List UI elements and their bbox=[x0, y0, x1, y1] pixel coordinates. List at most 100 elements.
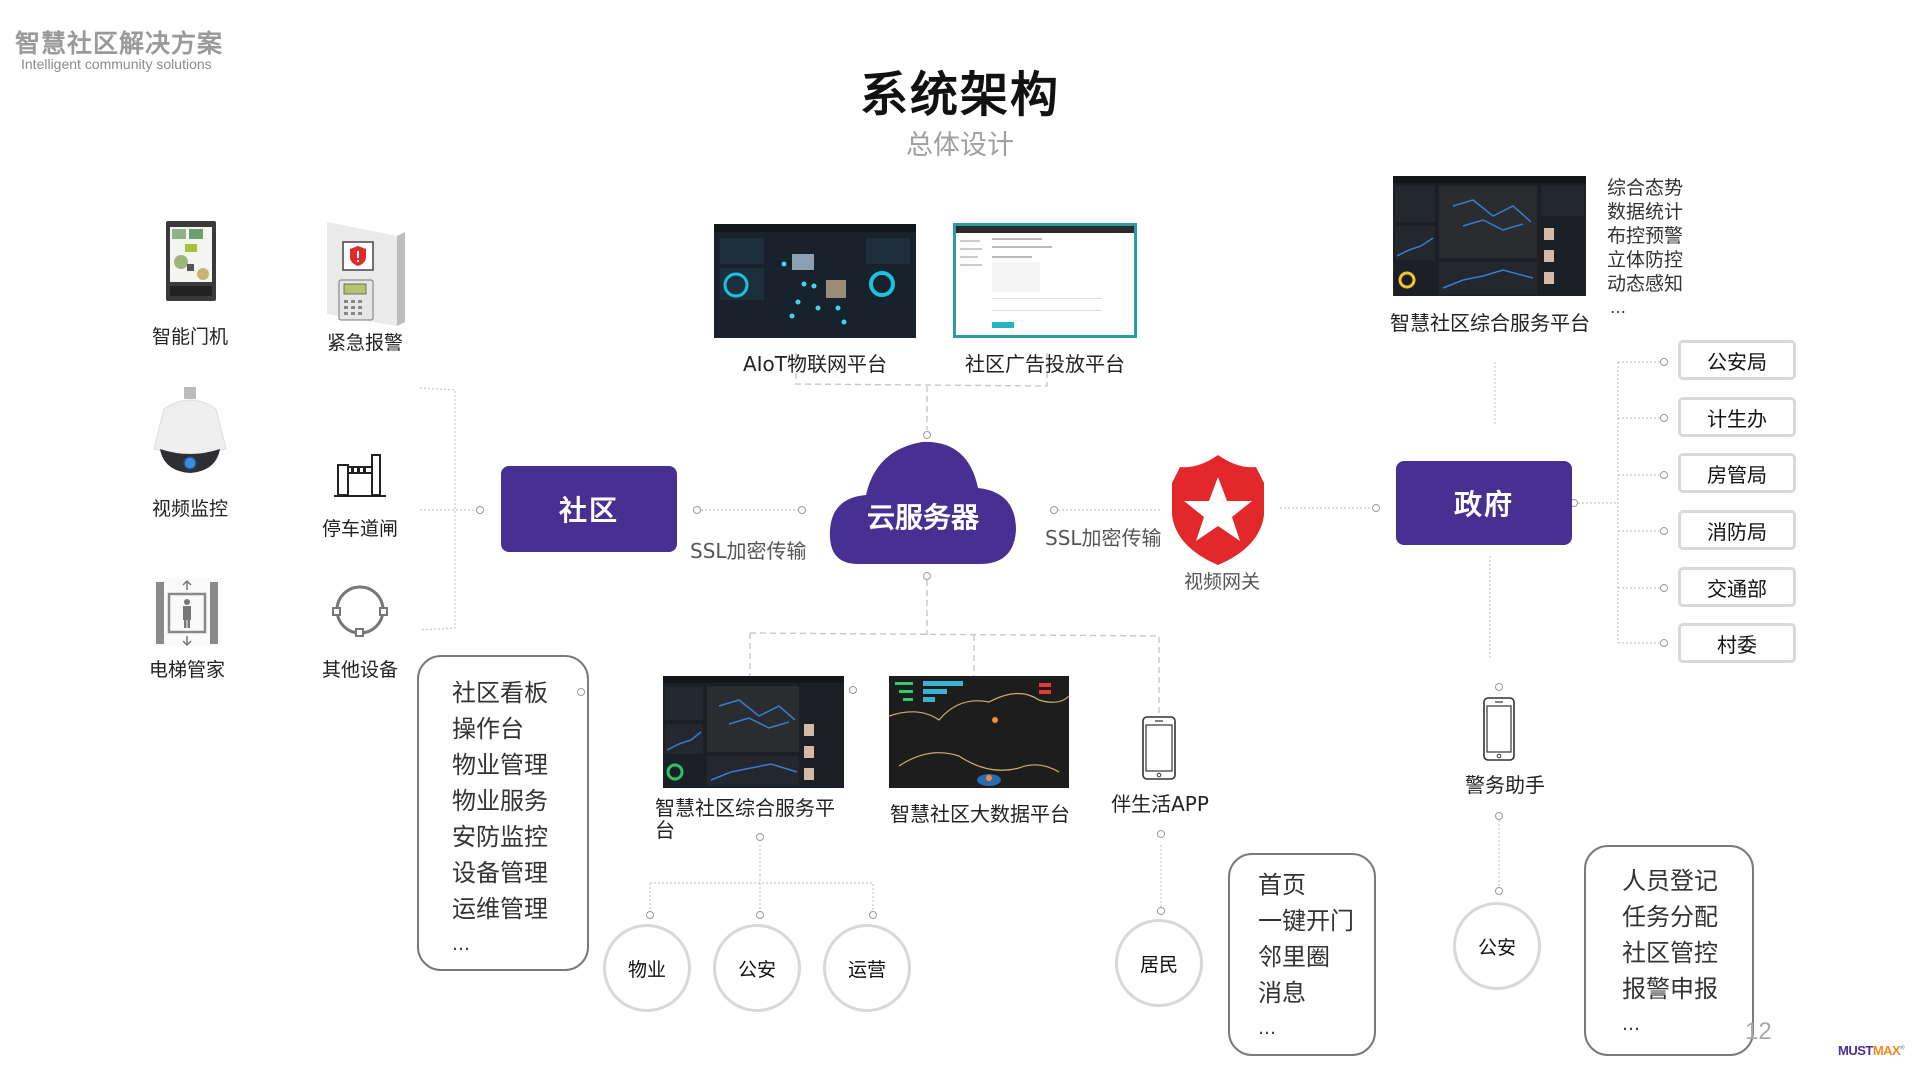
platform-label: 社区广告投放平台 bbox=[965, 352, 1125, 376]
aiot-platform-screenshot[interactable] bbox=[714, 224, 916, 338]
gov-platform-features: 综合态势 数据统计 布控预警 立体防控 动态感知 bbox=[1607, 176, 1683, 296]
role-circle-resident[interactable]: 居民 bbox=[1115, 919, 1203, 1007]
elevator-icon bbox=[153, 578, 221, 647]
police-phone-icon[interactable] bbox=[1483, 697, 1515, 761]
connector-dot bbox=[1660, 471, 1668, 479]
menu-item[interactable]: 一键开门 bbox=[1258, 907, 1354, 935]
connector-dot bbox=[476, 506, 484, 514]
menu-item[interactable]: 运维管理 bbox=[452, 895, 548, 923]
role-circle-police[interactable]: 公安 bbox=[713, 924, 801, 1012]
cloud-server-node[interactable]: 云服务器 bbox=[828, 440, 1018, 564]
role-circle-operations[interactable]: 运营 bbox=[823, 924, 911, 1012]
menu-item[interactable]: 操作台 bbox=[452, 715, 524, 743]
feature-item: 动态感知 bbox=[1607, 273, 1684, 295]
menu-item[interactable]: 物业服务 bbox=[452, 787, 548, 815]
device-label: 智能门机 bbox=[151, 326, 228, 348]
connector-dot bbox=[1660, 527, 1668, 535]
platform-roles-bracket bbox=[649, 875, 874, 915]
platform-label: AIoT物联网平台 bbox=[742, 352, 888, 376]
logo-part-1: MUST bbox=[1838, 1043, 1873, 1058]
connector-dot bbox=[869, 911, 877, 919]
ssl-label-left: SSL加密传输 bbox=[690, 539, 807, 563]
police-app-label: 警务助手 bbox=[1465, 773, 1545, 797]
menu-item[interactable]: 社区管控 bbox=[1622, 939, 1718, 967]
feature-item: 综合态势 bbox=[1607, 177, 1684, 199]
connector-dot bbox=[756, 833, 764, 841]
connector-dot bbox=[798, 506, 806, 514]
department-box[interactable]: 消防局 bbox=[1678, 510, 1796, 550]
menu-item[interactable]: 邻里圈 bbox=[1258, 943, 1330, 971]
device-bracket bbox=[419, 387, 456, 631]
service-platform-screenshot[interactable] bbox=[663, 676, 844, 788]
menu-item[interactable]: 消息 bbox=[1258, 979, 1306, 1007]
connector-dot bbox=[923, 431, 931, 439]
menu-more: … bbox=[1622, 1014, 1640, 1035]
connector-dot bbox=[1157, 907, 1165, 915]
ad-platform-screenshot[interactable] bbox=[953, 223, 1137, 338]
connector-dot bbox=[1660, 358, 1668, 366]
device-label: 紧急报警 bbox=[326, 332, 403, 354]
features-more: … bbox=[1610, 298, 1626, 317]
connector-dot bbox=[849, 686, 857, 694]
platform-label: 智慧社区大数据平台 bbox=[890, 802, 1070, 826]
cloud-bottom-platform-line bbox=[749, 580, 1160, 716]
connector-dot bbox=[693, 506, 701, 514]
connector-dot bbox=[1495, 683, 1503, 691]
page-number: 12 bbox=[1745, 1018, 1772, 1045]
app-label: 伴生活APP bbox=[1111, 792, 1209, 816]
connector-dot bbox=[923, 572, 931, 580]
role-circle-property[interactable]: 物业 bbox=[603, 924, 691, 1012]
connector-dot bbox=[1495, 812, 1503, 820]
platform-label: 智慧社区综合服务平台 bbox=[655, 796, 835, 842]
connector-dot bbox=[1050, 506, 1058, 514]
emergency-alarm-icon bbox=[325, 222, 407, 326]
feature-item: 布控预警 bbox=[1607, 225, 1684, 247]
department-box[interactable]: 公安局 bbox=[1678, 340, 1796, 380]
connector-dot bbox=[756, 911, 764, 919]
logo-part-2: MAX bbox=[1872, 1043, 1901, 1058]
menu-item[interactable]: 人员登记 bbox=[1622, 867, 1718, 895]
menu-item[interactable]: 社区看板 bbox=[452, 679, 548, 707]
other-device-icon bbox=[330, 583, 390, 639]
department-box[interactable]: 交通部 bbox=[1678, 567, 1796, 607]
police-feature-menu: 人员登记 任务分配 社区管控 报警申报 … bbox=[1584, 845, 1754, 1056]
bigdata-platform-screenshot[interactable] bbox=[889, 676, 1069, 788]
connector-dot bbox=[1660, 584, 1668, 592]
government-node[interactable]: 政府 bbox=[1396, 461, 1572, 545]
brand-title: 智慧社区解决方案 bbox=[15, 29, 224, 58]
department-box[interactable]: 计生办 bbox=[1678, 397, 1796, 437]
menu-more: … bbox=[1258, 1018, 1276, 1039]
department-box[interactable]: 房管局 bbox=[1678, 453, 1796, 493]
app-feature-menu: 首页 一键开门 邻里圈 消息 … bbox=[1228, 853, 1376, 1056]
parking-barrier-icon bbox=[332, 453, 388, 497]
menu-item[interactable]: 报警申报 bbox=[1622, 975, 1718, 1003]
connector-dot bbox=[1157, 830, 1165, 838]
gov-service-platform-screenshot[interactable] bbox=[1393, 176, 1586, 296]
department-box[interactable]: 村委 bbox=[1678, 623, 1796, 663]
page-subtitle: 总体设计 bbox=[906, 130, 1014, 161]
menu-item[interactable]: 首页 bbox=[1258, 871, 1306, 899]
menu-more: … bbox=[452, 934, 470, 955]
menu-item[interactable]: 任务分配 bbox=[1622, 903, 1718, 931]
community-node[interactable]: 社区 bbox=[501, 466, 677, 552]
gov-platform-label: 智慧社区综合服务平台 bbox=[1390, 311, 1590, 335]
menu-item[interactable]: 物业管理 bbox=[452, 751, 548, 779]
logo-mark: ® bbox=[1900, 1045, 1905, 1052]
menu-item[interactable]: 安防监控 bbox=[452, 823, 548, 851]
smartphone-icon[interactable] bbox=[1142, 716, 1176, 780]
cloud-top-platform-line bbox=[795, 353, 1048, 430]
device-label: 视频监控 bbox=[151, 498, 228, 520]
device-label: 停车道闸 bbox=[321, 518, 398, 540]
device-label: 电梯管家 bbox=[148, 659, 225, 681]
feature-item: 数据统计 bbox=[1607, 201, 1684, 223]
connector-dot bbox=[1660, 639, 1668, 647]
feature-item: 立体防控 bbox=[1607, 249, 1684, 271]
video-gateway-shield-icon[interactable] bbox=[1170, 455, 1266, 565]
connector-dot bbox=[1495, 887, 1503, 895]
menu-item[interactable]: 设备管理 bbox=[452, 859, 548, 887]
role-circle-police-right[interactable]: 公安 bbox=[1453, 902, 1541, 990]
brand-subtitle: Intelligent community solutions bbox=[21, 56, 212, 72]
page-title: 系统架构 bbox=[859, 67, 1060, 123]
gateway-label: 视频网关 bbox=[1184, 571, 1261, 593]
cloud-label: 云服务器 bbox=[866, 501, 979, 534]
